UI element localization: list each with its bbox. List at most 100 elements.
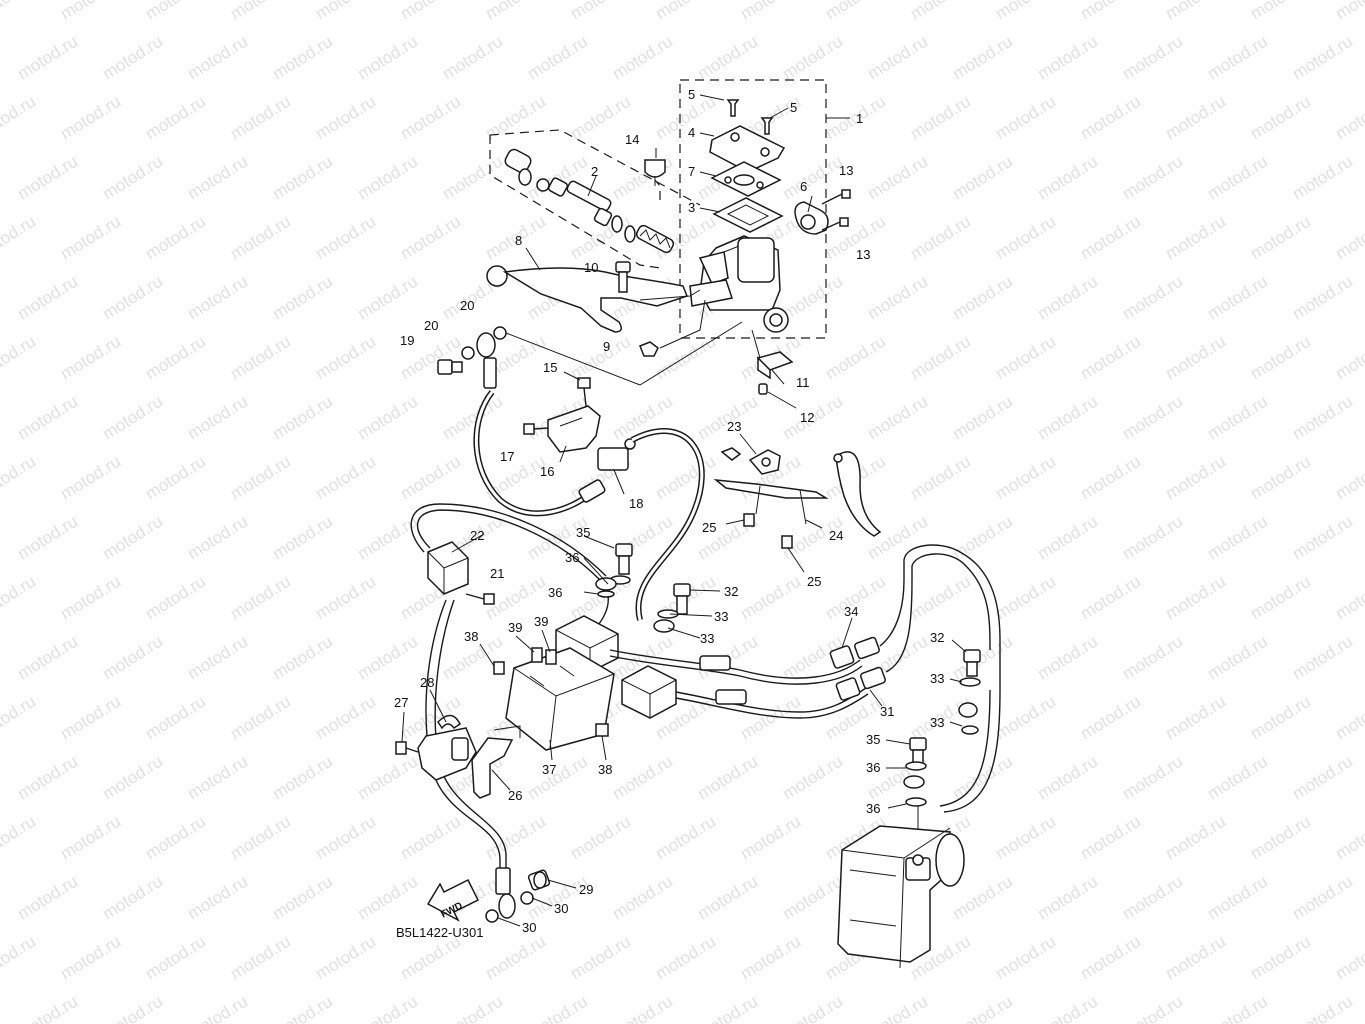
callout-36b: 36: [548, 585, 562, 600]
watermark-text: motod.ru: [1119, 152, 1186, 204]
banjo-32-upper: [653, 583, 691, 633]
watermark-text: motod.ru: [1332, 692, 1365, 744]
callout-36c: 36: [866, 760, 880, 775]
watermark-text: motod.ru: [652, 932, 719, 984]
washer-20a: [461, 346, 475, 360]
brake-lever-8: [486, 265, 688, 333]
watermark-text: motod.ru: [227, 452, 294, 504]
callout-16: 16: [540, 464, 554, 479]
watermark-text: motod.ru: [694, 32, 761, 84]
watermark-text: motod.ru: [1034, 872, 1101, 924]
watermark-text: motod.ru: [269, 752, 336, 804]
callout-2: 2: [591, 164, 598, 179]
watermark-text: motod.ru: [14, 992, 81, 1024]
watermark-text: motod.ru: [1332, 452, 1365, 504]
watermark-text: motod.ru: [439, 152, 506, 204]
watermark-text: motod.ru: [142, 452, 209, 504]
watermark-text: motod.ru: [864, 152, 931, 204]
callout-13a: 13: [839, 163, 853, 178]
watermark-text: motod.ru: [482, 932, 549, 984]
watermark-text: motod.ru: [779, 152, 846, 204]
watermark-text: motod.ru: [907, 92, 974, 144]
watermark-text: motod.ru: [269, 512, 336, 564]
watermark-text: motod.ru: [1247, 452, 1314, 504]
watermark-text: motod.ru: [864, 392, 931, 444]
callout-7: 7: [688, 164, 695, 179]
pivot-bolt-10: [615, 261, 631, 293]
watermark-text: motod.ru: [1162, 692, 1229, 744]
watermark-text: motod.ru: [269, 872, 336, 924]
watermark-text: motod.ru: [1332, 0, 1365, 23]
watermark-text: motod.ru: [1077, 812, 1144, 864]
watermark-text: motod.ru: [14, 752, 81, 804]
watermark-text: motod.ru: [1247, 692, 1314, 744]
watermark-text: motod.ru: [992, 92, 1059, 144]
footrest-bracket: [833, 451, 882, 537]
watermark-text: motod.ru: [949, 632, 1016, 684]
callout-39a: 39: [508, 620, 522, 635]
watermark-text: motod.ru: [1204, 392, 1271, 444]
callout-32a: 32: [724, 584, 738, 599]
watermark-text: motod.ru: [397, 0, 464, 23]
watermark-text: motod.ru: [652, 812, 719, 864]
washer-20b: [493, 326, 507, 340]
watermark-text: motod.ru: [1204, 992, 1271, 1024]
watermark-text: motod.ru: [397, 452, 464, 504]
callout-20b: 20: [460, 298, 474, 313]
watermark-text: motod.ru: [609, 872, 676, 924]
watermark-text: motod.ru: [0, 92, 39, 144]
callout-21: 21: [490, 566, 504, 581]
watermark-text: motod.ru: [99, 32, 166, 84]
watermark-text: motod.ru: [1119, 992, 1186, 1024]
watermark-text: motod.ru: [1204, 32, 1271, 84]
watermark-text: motod.ru: [949, 152, 1016, 204]
watermark-text: motod.ru: [99, 152, 166, 204]
watermark-text: motod.ru: [57, 452, 124, 504]
leader-10: [639, 289, 701, 301]
watermark-text: motod.ru: [312, 212, 379, 264]
piston-kit-outline-stub: [654, 179, 661, 200]
watermark-text: motod.ru: [694, 992, 761, 1024]
callout-24: 24: [829, 528, 843, 543]
watermark-text: motod.ru: [1077, 0, 1144, 23]
callout-5a: 5: [688, 87, 695, 102]
valve-block-right: [621, 665, 677, 719]
watermark-text: motod.ru: [184, 152, 251, 204]
callout-8: 8: [515, 233, 522, 248]
watermark-text: motod.ru: [1289, 872, 1356, 924]
watermark-text: motod.ru: [0, 812, 39, 864]
watermark-text: motod.ru: [1162, 332, 1229, 384]
watermark-text: motod.ru: [1247, 932, 1314, 984]
watermark-text: motod.ru: [524, 992, 591, 1024]
watermark-text: motod.ru: [57, 812, 124, 864]
watermark-text: motod.ru: [1289, 632, 1356, 684]
watermark-text: motod.ru: [907, 332, 974, 384]
abs-pipe-right-down: [939, 689, 991, 807]
watermark-text: motod.ru: [1077, 212, 1144, 264]
sensor-joint: [451, 737, 469, 761]
watermark-text: motod.ru: [779, 32, 846, 84]
watermark-text: motod.ru: [779, 272, 846, 324]
callout-28: 28: [420, 675, 434, 690]
reservoir-cap-14: [644, 159, 666, 186]
watermark-text: motod.ru: [439, 32, 506, 84]
watermark-text: motod.ru: [1204, 632, 1271, 684]
watermark-text: motod.ru: [184, 272, 251, 324]
bolts-13: [821, 189, 851, 231]
watermark-text: motod.ru: [694, 872, 761, 924]
washer-30a: [520, 891, 534, 905]
callout-1: 1: [856, 111, 863, 126]
watermark-text: motod.ru: [57, 332, 124, 384]
watermark-text: motod.ru: [99, 752, 166, 804]
watermark-text: motod.ru: [1247, 332, 1314, 384]
watermark-text: motod.ru: [1204, 152, 1271, 204]
banjo-bolt-19: [437, 359, 463, 375]
leader-lines: [401, 94, 967, 927]
callout-38b: 38: [598, 762, 612, 777]
watermark-text: motod.ru: [227, 932, 294, 984]
callout-12: 12: [800, 410, 814, 425]
watermark-text: motod.ru: [0, 332, 39, 384]
watermark-text: motod.ru: [142, 572, 209, 624]
callout-5b: 5: [790, 100, 797, 115]
watermark-text: motod.ru: [269, 392, 336, 444]
